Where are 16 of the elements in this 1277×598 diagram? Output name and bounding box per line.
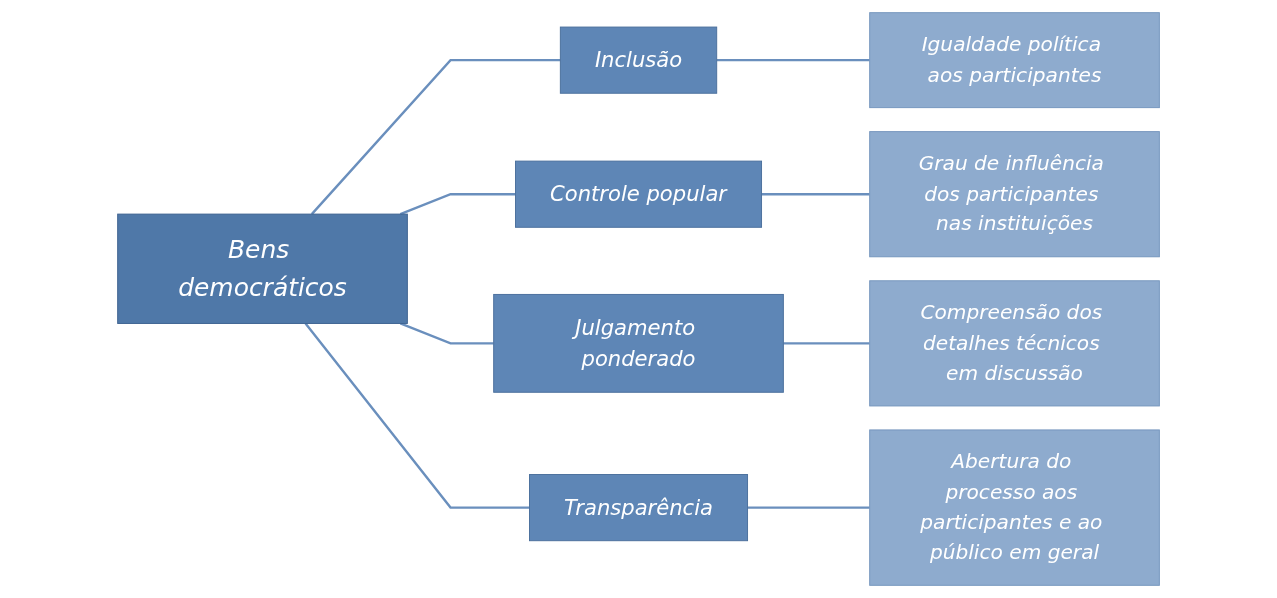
- connector: [399, 193, 516, 216]
- node-box: Igualdade política aos participantes: [869, 12, 1160, 109]
- connector: [716, 58, 870, 62]
- connector: [304, 322, 530, 509]
- node-box: Abertura do processo aos participantes e ao público em geral: [869, 429, 1160, 586]
- connector: [783, 342, 870, 345]
- node-box: Inclusão: [559, 26, 718, 94]
- connector: [761, 193, 870, 196]
- node-box: Grau de influência dos participantes nas instituições: [869, 131, 1160, 258]
- node-box: Compreensão dos detalhes técnicos em discussão: [869, 280, 1160, 407]
- connector: [310, 58, 561, 215]
- node-box: Transparência: [529, 474, 748, 542]
- node-box: Bens democráticos: [117, 213, 408, 324]
- node-box: Julgamento ponderado: [493, 293, 784, 393]
- connector: [399, 322, 494, 345]
- connector: [747, 506, 870, 509]
